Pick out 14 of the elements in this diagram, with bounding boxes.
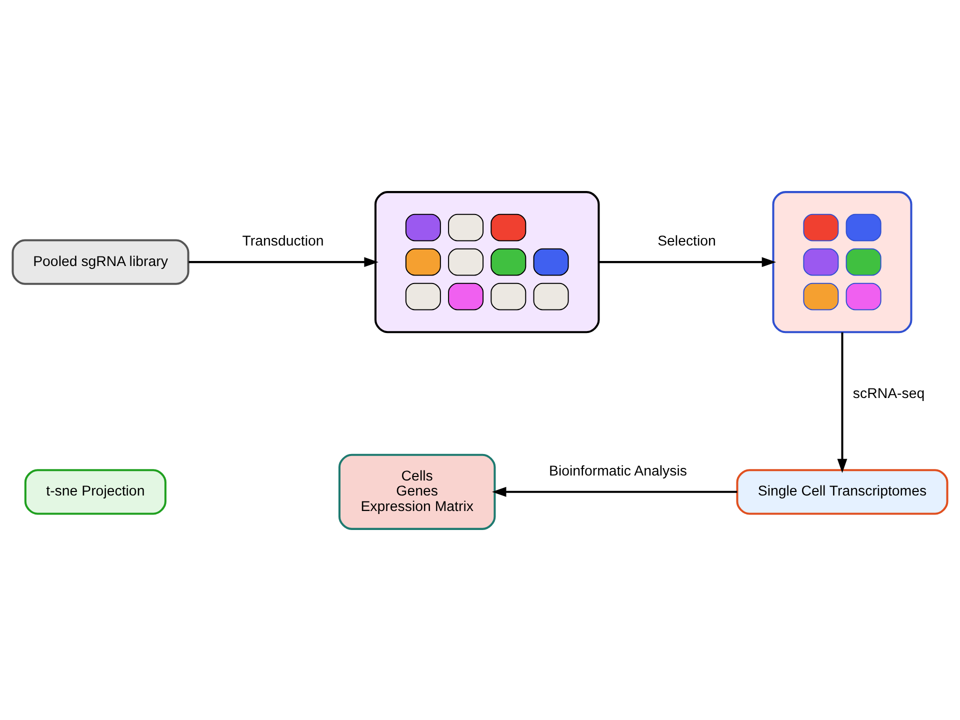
node-box: Pooled sgRNA library [12,238,190,284]
edge-label: scRNA-seq [852,385,925,402]
arrow [598,256,776,267]
edge-label: Selection [658,233,716,250]
edge-label: Bioinformatic Analysis [549,462,687,479]
node-box: Single Cell Transcriptomes [736,468,948,514]
node-box: Cells Genes Expression Matrix [338,453,496,530]
arrow [492,486,738,496]
node-box: t-sne Projection [24,468,166,514]
node-picture [374,190,600,333]
edge-label: Transduction [242,233,324,250]
node-picture [772,190,912,333]
arrow [188,256,378,267]
arrow [837,332,848,473]
